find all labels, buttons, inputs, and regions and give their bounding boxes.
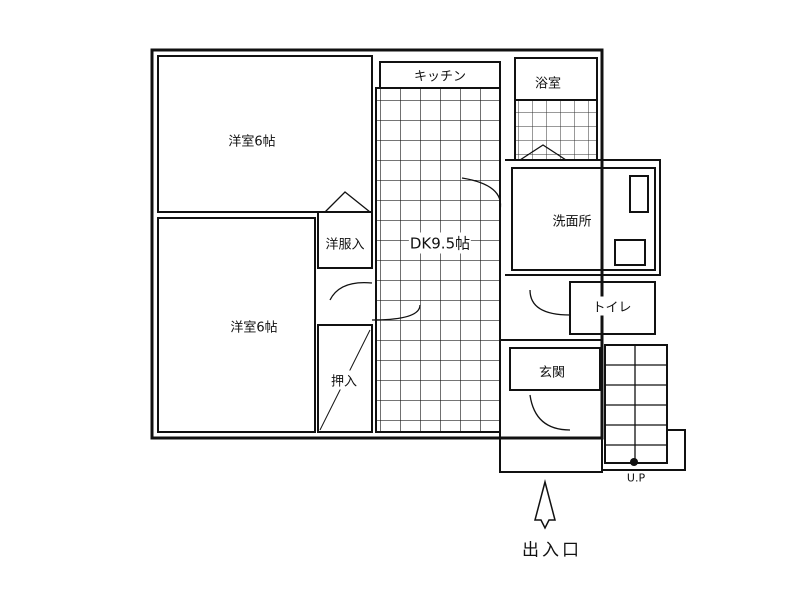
stairs-label: U.P bbox=[625, 471, 647, 485]
room-label: 洗面所 bbox=[551, 210, 593, 230]
room-label: 浴室 bbox=[533, 72, 563, 92]
washroom-wall bbox=[505, 159, 661, 276]
room-label: 玄関 bbox=[537, 361, 567, 381]
room-label: 洋服入 bbox=[324, 233, 366, 253]
entrance-wall bbox=[499, 339, 603, 473]
room-label: 洋室6帖 bbox=[229, 316, 279, 336]
closet-wall bbox=[317, 324, 373, 433]
room-label: 押入 bbox=[329, 370, 359, 390]
room-label: DK9.5帖 bbox=[408, 232, 472, 254]
room-label: キッチン bbox=[412, 65, 468, 85]
closet-clothes-wall bbox=[317, 211, 373, 269]
entrance-arrow-icon bbox=[534, 479, 556, 530]
room-label: トイレ bbox=[591, 296, 633, 316]
dk-floor bbox=[375, 87, 501, 433]
room-wall-bottom bbox=[157, 217, 316, 433]
kitchen-counter bbox=[379, 61, 501, 89]
outer-wall bbox=[150, 48, 604, 440]
entrance-label: 出入口 bbox=[521, 535, 583, 561]
toilet-wall bbox=[569, 281, 656, 335]
room-label: 洋室6帖 bbox=[227, 130, 277, 150]
